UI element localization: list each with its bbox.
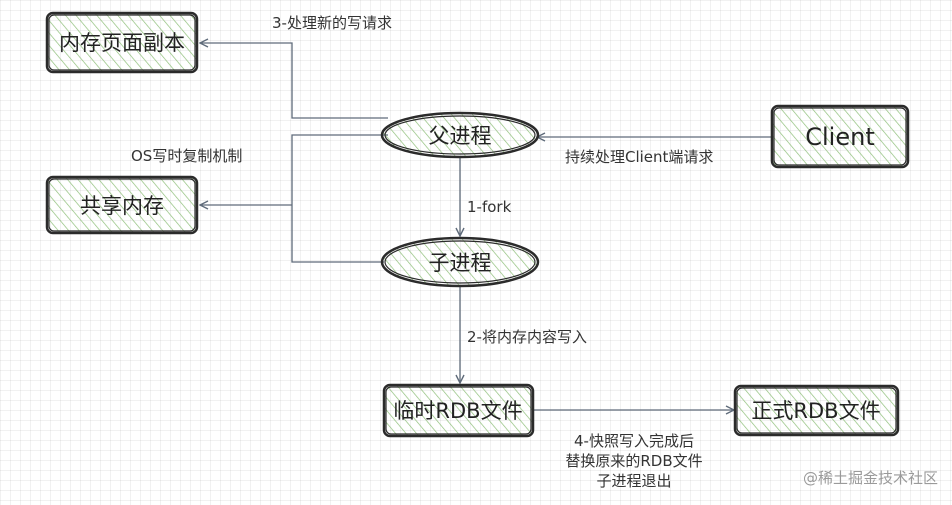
node-temp-rdb: 临时RDB文件 (382, 383, 535, 438)
node-memory-page-copy: 内存页面副本 (45, 11, 199, 74)
edge-label-handle-new-write: 3-处理新的写请求 (272, 14, 392, 32)
edge-parent-to-shared-bracket (291, 134, 388, 263)
node-memory-page-copy-label: 内存页面副本 (59, 31, 185, 55)
edge-label-write-memory: 2-将内存内容写入 (467, 328, 587, 346)
node-parent-process: 父进程 (380, 111, 540, 159)
edge-label-replace-line2: 替换原来的RDB文件 (565, 452, 702, 470)
node-client: Client (770, 104, 910, 169)
edge-label-replace-line3: 子进程退出 (596, 472, 671, 490)
watermark: @稀土掘金技术社区 (803, 469, 938, 487)
edges (200, 43, 772, 410)
node-final-rdb-label: 正式RDB文件 (751, 399, 880, 423)
node-final-rdb: 正式RDB文件 (733, 384, 900, 437)
edge-label-replace-line1: 4-快照写入完成后 (574, 432, 694, 450)
node-child-process-label: 子进程 (429, 251, 492, 275)
edge-label-os-cow: OS写时复制机制 (131, 147, 242, 165)
node-shared-memory-label: 共享内存 (80, 194, 164, 218)
node-client-label: Client (805, 123, 874, 151)
node-parent-process-label: 父进程 (429, 124, 492, 148)
node-shared-memory: 共享内存 (45, 175, 199, 235)
edge-label-fork: 1-fork (467, 198, 512, 216)
edge-label-keep-client: 持续处理Client端请求 (565, 148, 713, 166)
node-temp-rdb-label: 临时RDB文件 (393, 399, 522, 423)
node-child-process: 子进程 (380, 236, 540, 288)
edge-parent-to-memory-copy (200, 43, 388, 119)
